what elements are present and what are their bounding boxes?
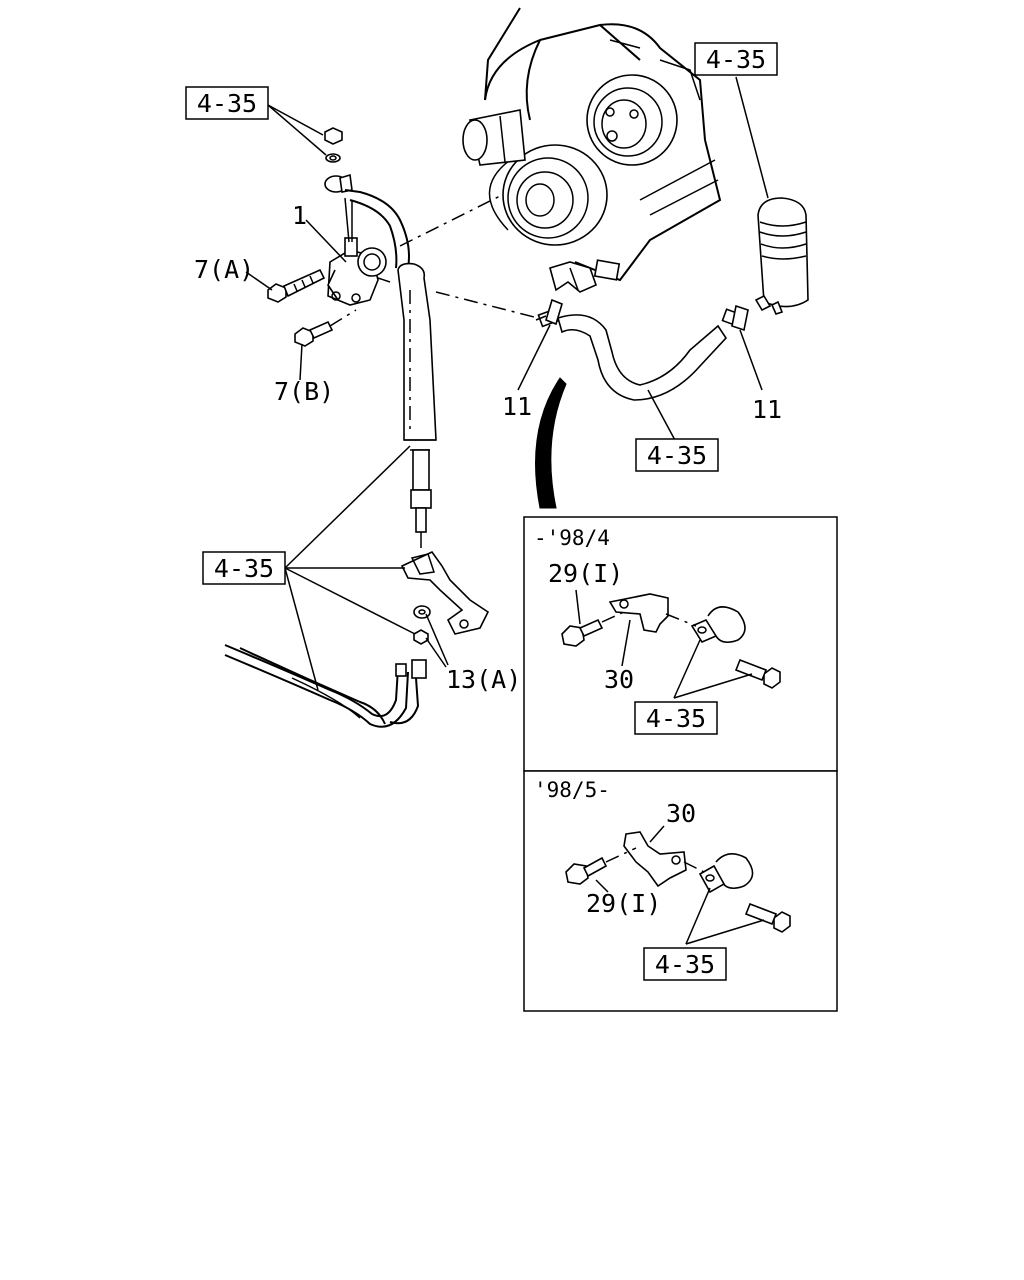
inset-2-header: '98/5- xyxy=(534,778,610,802)
ref-tag-box-top-left xyxy=(185,86,269,120)
callout-clamp-left: 11 xyxy=(502,392,532,421)
inset-1-bolt-label: 29(I) xyxy=(548,559,623,588)
inset-pointer xyxy=(535,377,567,509)
callout-pump: 1 xyxy=(292,201,307,230)
reservoir-tank xyxy=(735,76,809,315)
inset-1-parts xyxy=(561,593,781,699)
clamp-left xyxy=(535,298,563,328)
ref-tag-top-left: 4-35 xyxy=(197,89,257,118)
callout-clamp-right: 11 xyxy=(752,395,782,424)
ref-tag-box-inset-top xyxy=(634,701,718,735)
inset-2-bolt-label: 29(I) xyxy=(586,889,661,918)
inset-1-bracket-label: 30 xyxy=(604,665,634,694)
pressure-pipe xyxy=(344,189,410,269)
ref-tag-hose-mid: 4-35 xyxy=(647,441,707,470)
washer-13a xyxy=(413,605,449,668)
leader-lines-left xyxy=(284,445,416,691)
callout-bolt-7b: 7(B) xyxy=(274,377,334,406)
ref-tag-box-left-mid xyxy=(202,551,286,585)
gear-pipes xyxy=(224,644,427,728)
hose-bracket xyxy=(400,550,490,635)
nut-washer-top xyxy=(267,104,343,163)
inset-2-parts xyxy=(565,825,791,945)
ref-tag-inset-top: 4-35 xyxy=(646,704,706,733)
bolt-7b xyxy=(294,309,357,347)
ref-tag-top-right: 4-35 xyxy=(706,45,766,74)
callout-washer-13a: 13(A) xyxy=(446,665,521,694)
bolt-7a xyxy=(267,268,326,303)
ref-tag-box-inset-bottom xyxy=(643,947,727,981)
return-hose xyxy=(549,259,728,401)
ref-tag-left-mid: 4-35 xyxy=(214,554,274,583)
engine-block xyxy=(462,7,722,282)
callout-bolt-7a: 7(A) xyxy=(194,255,254,284)
clamp-right xyxy=(721,304,749,332)
high-pressure-hose xyxy=(397,262,437,548)
ref-tag-box-top-right xyxy=(694,42,778,76)
inset-1-header: -'98/4 xyxy=(534,526,610,550)
ref-tag-inset-bottom: 4-35 xyxy=(655,950,715,979)
ref-tag-box-hose-mid xyxy=(635,438,719,472)
inset-2-bracket-label: 30 xyxy=(666,799,696,828)
steering-pump xyxy=(324,173,391,306)
